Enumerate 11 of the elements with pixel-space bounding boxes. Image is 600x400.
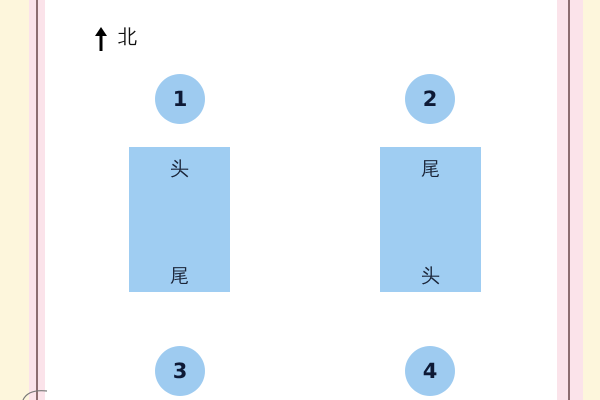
position-number: 1: [172, 88, 188, 110]
position-number: 4: [422, 360, 438, 382]
bed-end-label: 尾: [170, 267, 189, 286]
bed: [129, 147, 230, 292]
bed-end-label: 头: [170, 160, 189, 179]
bed-end-label: 头: [421, 267, 440, 286]
bed-end-label: 尾: [421, 160, 440, 179]
position-number: 3: [172, 360, 188, 382]
position-number: 2: [422, 88, 438, 110]
bed: [380, 147, 481, 292]
direction-label: 北: [118, 28, 137, 47]
